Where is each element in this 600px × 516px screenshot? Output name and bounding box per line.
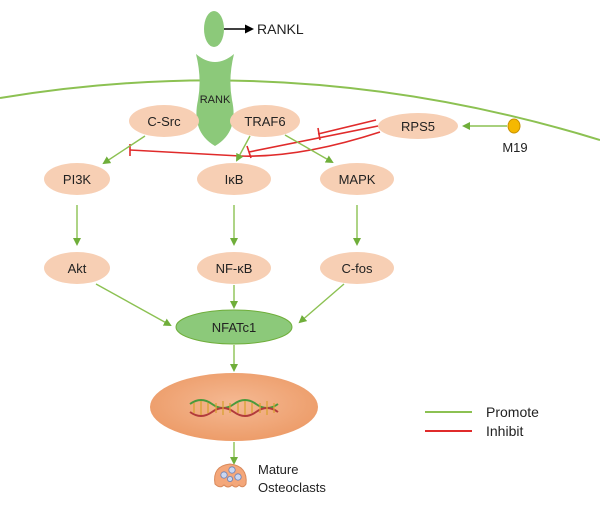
pi3k-label: PI3K bbox=[63, 172, 92, 187]
mapk-node bbox=[320, 163, 394, 195]
rank-receptor bbox=[196, 54, 234, 146]
nucleus bbox=[150, 373, 318, 441]
mature-label-line1: Mature bbox=[258, 462, 298, 477]
csrc-to-pi3k-arrow bbox=[102, 135, 146, 165]
traf6-node bbox=[230, 105, 300, 137]
akt-node bbox=[44, 252, 110, 284]
nfkb-node bbox=[197, 252, 271, 284]
cfos-to-nfatc1-arrow bbox=[298, 283, 345, 324]
rankl-ligand bbox=[204, 11, 224, 47]
pi3k-node bbox=[44, 163, 110, 195]
csrc-label: C-Src bbox=[147, 114, 181, 129]
mature-label-line2: Osteoclasts bbox=[258, 480, 326, 495]
traf6-to-ikb-arrow bbox=[236, 135, 251, 162]
cfos-label: C-fos bbox=[341, 261, 373, 276]
osteoclast-cell-icon bbox=[214, 463, 247, 488]
m19-label: M19 bbox=[502, 140, 527, 155]
nfkb-label: NF-κB bbox=[216, 261, 253, 276]
nfatc1-label: NFATc1 bbox=[212, 320, 257, 335]
akt-label: Akt bbox=[68, 261, 87, 276]
traf6-to-mapk-arrow bbox=[284, 134, 334, 163]
rps5-node bbox=[378, 113, 458, 139]
dna-icon bbox=[189, 399, 279, 417]
legend: Promote Inhibit bbox=[425, 404, 539, 439]
rankl-label: RANKL bbox=[257, 21, 304, 37]
rps5-inhibition-lines bbox=[129, 119, 381, 159]
rank-label: RANK bbox=[200, 94, 231, 106]
rps5-label: RPS5 bbox=[401, 119, 435, 134]
traf6-label: TRAF6 bbox=[244, 114, 285, 129]
m19-compound bbox=[507, 118, 521, 134]
cell-membrane bbox=[0, 79, 600, 141]
nfatc1-node bbox=[175, 309, 293, 345]
ikb-label: IκB bbox=[225, 172, 244, 187]
ikb-node bbox=[197, 163, 271, 195]
csrc-node bbox=[129, 105, 199, 137]
legend-promote-label: Promote bbox=[486, 404, 539, 420]
akt-to-nfatc1-arrow bbox=[95, 283, 172, 326]
cfos-node bbox=[320, 252, 394, 284]
mapk-label: MAPK bbox=[339, 172, 376, 187]
legend-inhibit-label: Inhibit bbox=[486, 423, 523, 439]
